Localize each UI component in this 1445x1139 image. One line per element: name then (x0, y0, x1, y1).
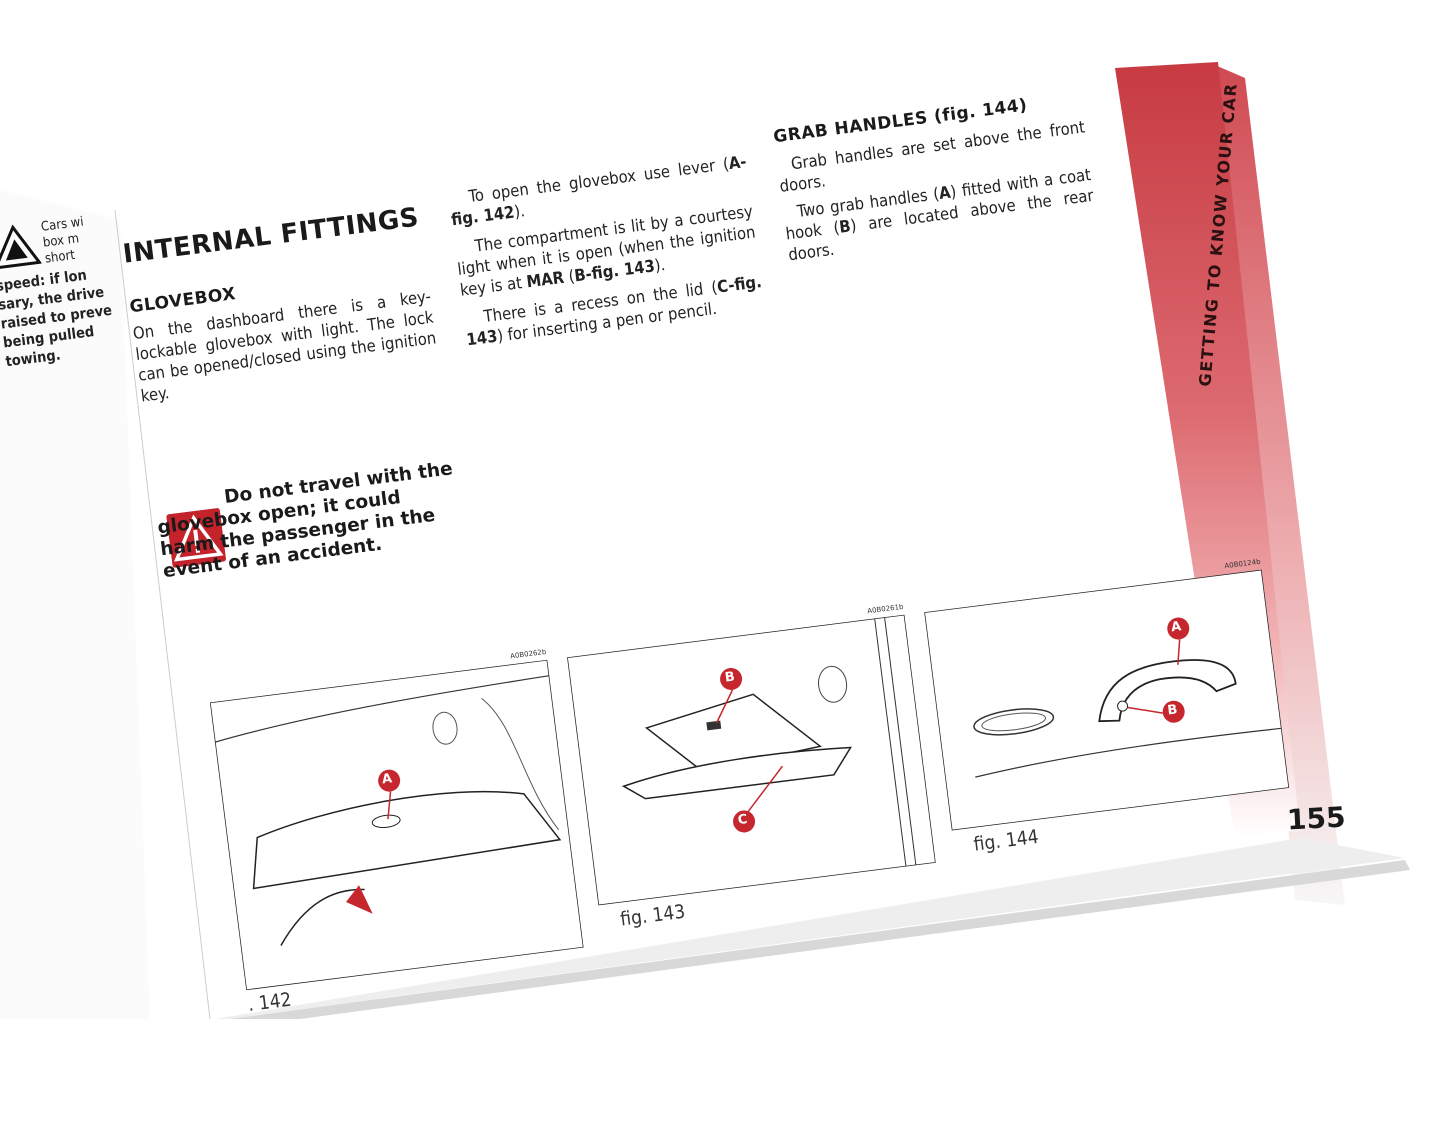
callout-b-143: B (724, 669, 736, 686)
figure-code: A0B0124b (1224, 557, 1262, 571)
warning-text: Do not travel with the glovebox open; it… (156, 458, 454, 583)
callout-b-144: B (1166, 702, 1179, 719)
figure-caption-144: fig. 144 (972, 825, 1040, 856)
grab-handle-illustration (924, 569, 1290, 831)
glovebox-lever-illustration (209, 659, 584, 991)
ref-mar: MAR (525, 267, 566, 292)
side-tab (114, 62, 1410, 1019)
page-number: 155 (1286, 800, 1347, 837)
warning-block: Do not travel with the glovebox open; it… (154, 456, 471, 582)
figure-143: A0B0261b B C fig. 143 (567, 603, 936, 931)
figure-142: A0B0262b A . 142 (209, 648, 584, 1016)
glovebox-open-illustration (567, 614, 936, 906)
warning-triangle-icon (0, 224, 42, 270)
figure-144: A0B0124b A B fig. 144 (924, 558, 1290, 856)
figure-code: A0B0261b (866, 602, 904, 616)
left-page-fragments: Cars wi box m short speed: if lon sary, … (0, 209, 127, 370)
figure-caption-143: fig. 143 (619, 900, 687, 931)
callout-a-144: A (1170, 619, 1183, 636)
warning-icon (166, 508, 227, 568)
callout-c-143: C (736, 812, 749, 829)
callout-a-142: A (381, 771, 393, 788)
figure-code: A0B0262b (509, 647, 547, 661)
figure-caption-142: . 142 (246, 988, 293, 1016)
